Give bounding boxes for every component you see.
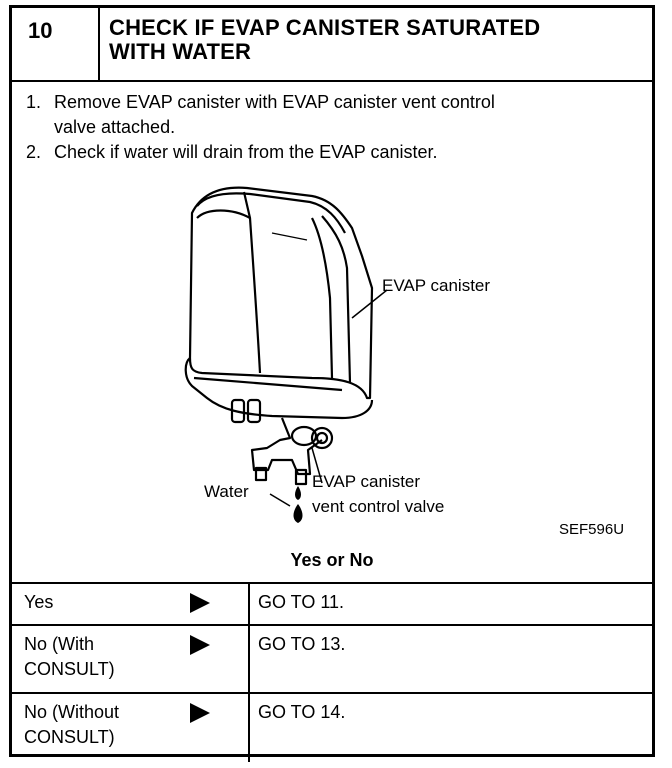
- question-label: Yes or No: [290, 550, 374, 570]
- step-title-line1: CHECK IF EVAP CANISTER SATURATED: [109, 15, 541, 40]
- answer-label-line1: No (Without: [24, 702, 120, 722]
- answer-row-yes: Yes GO TO 11.: [12, 584, 652, 626]
- answer-row-no-with-consult: No (With CONSULT) GO TO 13.: [12, 626, 652, 694]
- answer-action: GO TO 13.: [258, 634, 346, 654]
- answer-label-line2: CONSULT): [24, 659, 115, 679]
- answer-label-line2: CONSULT): [24, 727, 115, 747]
- label-water: Water: [204, 482, 249, 501]
- instruction-item: 2. Check if water will drain from the EV…: [26, 140, 636, 165]
- instruction-number: 1.: [26, 92, 42, 112]
- label-evap-canister: EVAP canister: [382, 276, 491, 295]
- step-title: CHECK IF EVAP CANISTER SATURATED WITH WA…: [109, 16, 649, 64]
- answer-label-line1: No (With: [24, 634, 95, 654]
- arrow-icon: [190, 593, 210, 613]
- arrow-icon: [190, 703, 210, 723]
- label-valve-line1: EVAP canister: [312, 472, 421, 491]
- arrow-icon: [190, 635, 210, 655]
- instruction-number: 2.: [26, 142, 42, 162]
- instruction-item: 1. Remove EVAP canister with EVAP canist…: [26, 90, 636, 140]
- instruction-text-line2: valve attached.: [54, 117, 176, 137]
- answer-label-line1: Yes: [24, 592, 54, 612]
- column-divider: [248, 694, 250, 762]
- step-number: 10: [12, 8, 100, 80]
- column-divider: [248, 626, 250, 692]
- figure-code: SEF596U: [559, 521, 625, 538]
- procedure-box: 10 CHECK IF EVAP CANISTER SATURATED WITH…: [9, 5, 655, 762]
- instruction-text: Check if water will drain from the EVAP …: [54, 142, 438, 162]
- answer-label: No (With CONSULT): [24, 632, 115, 682]
- answer-label: Yes: [24, 590, 53, 615]
- evap-canister-illustration: [184, 186, 388, 523]
- step-header: 10 CHECK IF EVAP CANISTER SATURATED WITH…: [12, 8, 652, 82]
- instruction-text-line1: Remove EVAP canister with EVAP canister …: [54, 92, 495, 112]
- label-valve-line2: vent control valve: [312, 497, 445, 516]
- column-divider: [248, 584, 250, 624]
- answer-action: GO TO 14.: [258, 702, 346, 722]
- answer-action: GO TO 11.: [258, 592, 345, 612]
- instructions: 1. Remove EVAP canister with EVAP canist…: [26, 90, 636, 165]
- instruction-text: Remove EVAP canister with EVAP canister …: [54, 90, 495, 140]
- answer-label: No (Without CONSULT): [24, 700, 119, 750]
- answer-table: Yes GO TO 11. No (With CONSULT) GO TO 13…: [12, 582, 652, 762]
- step-title-line2: WITH WATER: [109, 39, 252, 64]
- label-vent-control-valve: EVAP canister vent control valve: [312, 469, 444, 519]
- answer-row-no-without-consult: No (Without CONSULT) GO TO 14.: [12, 694, 652, 762]
